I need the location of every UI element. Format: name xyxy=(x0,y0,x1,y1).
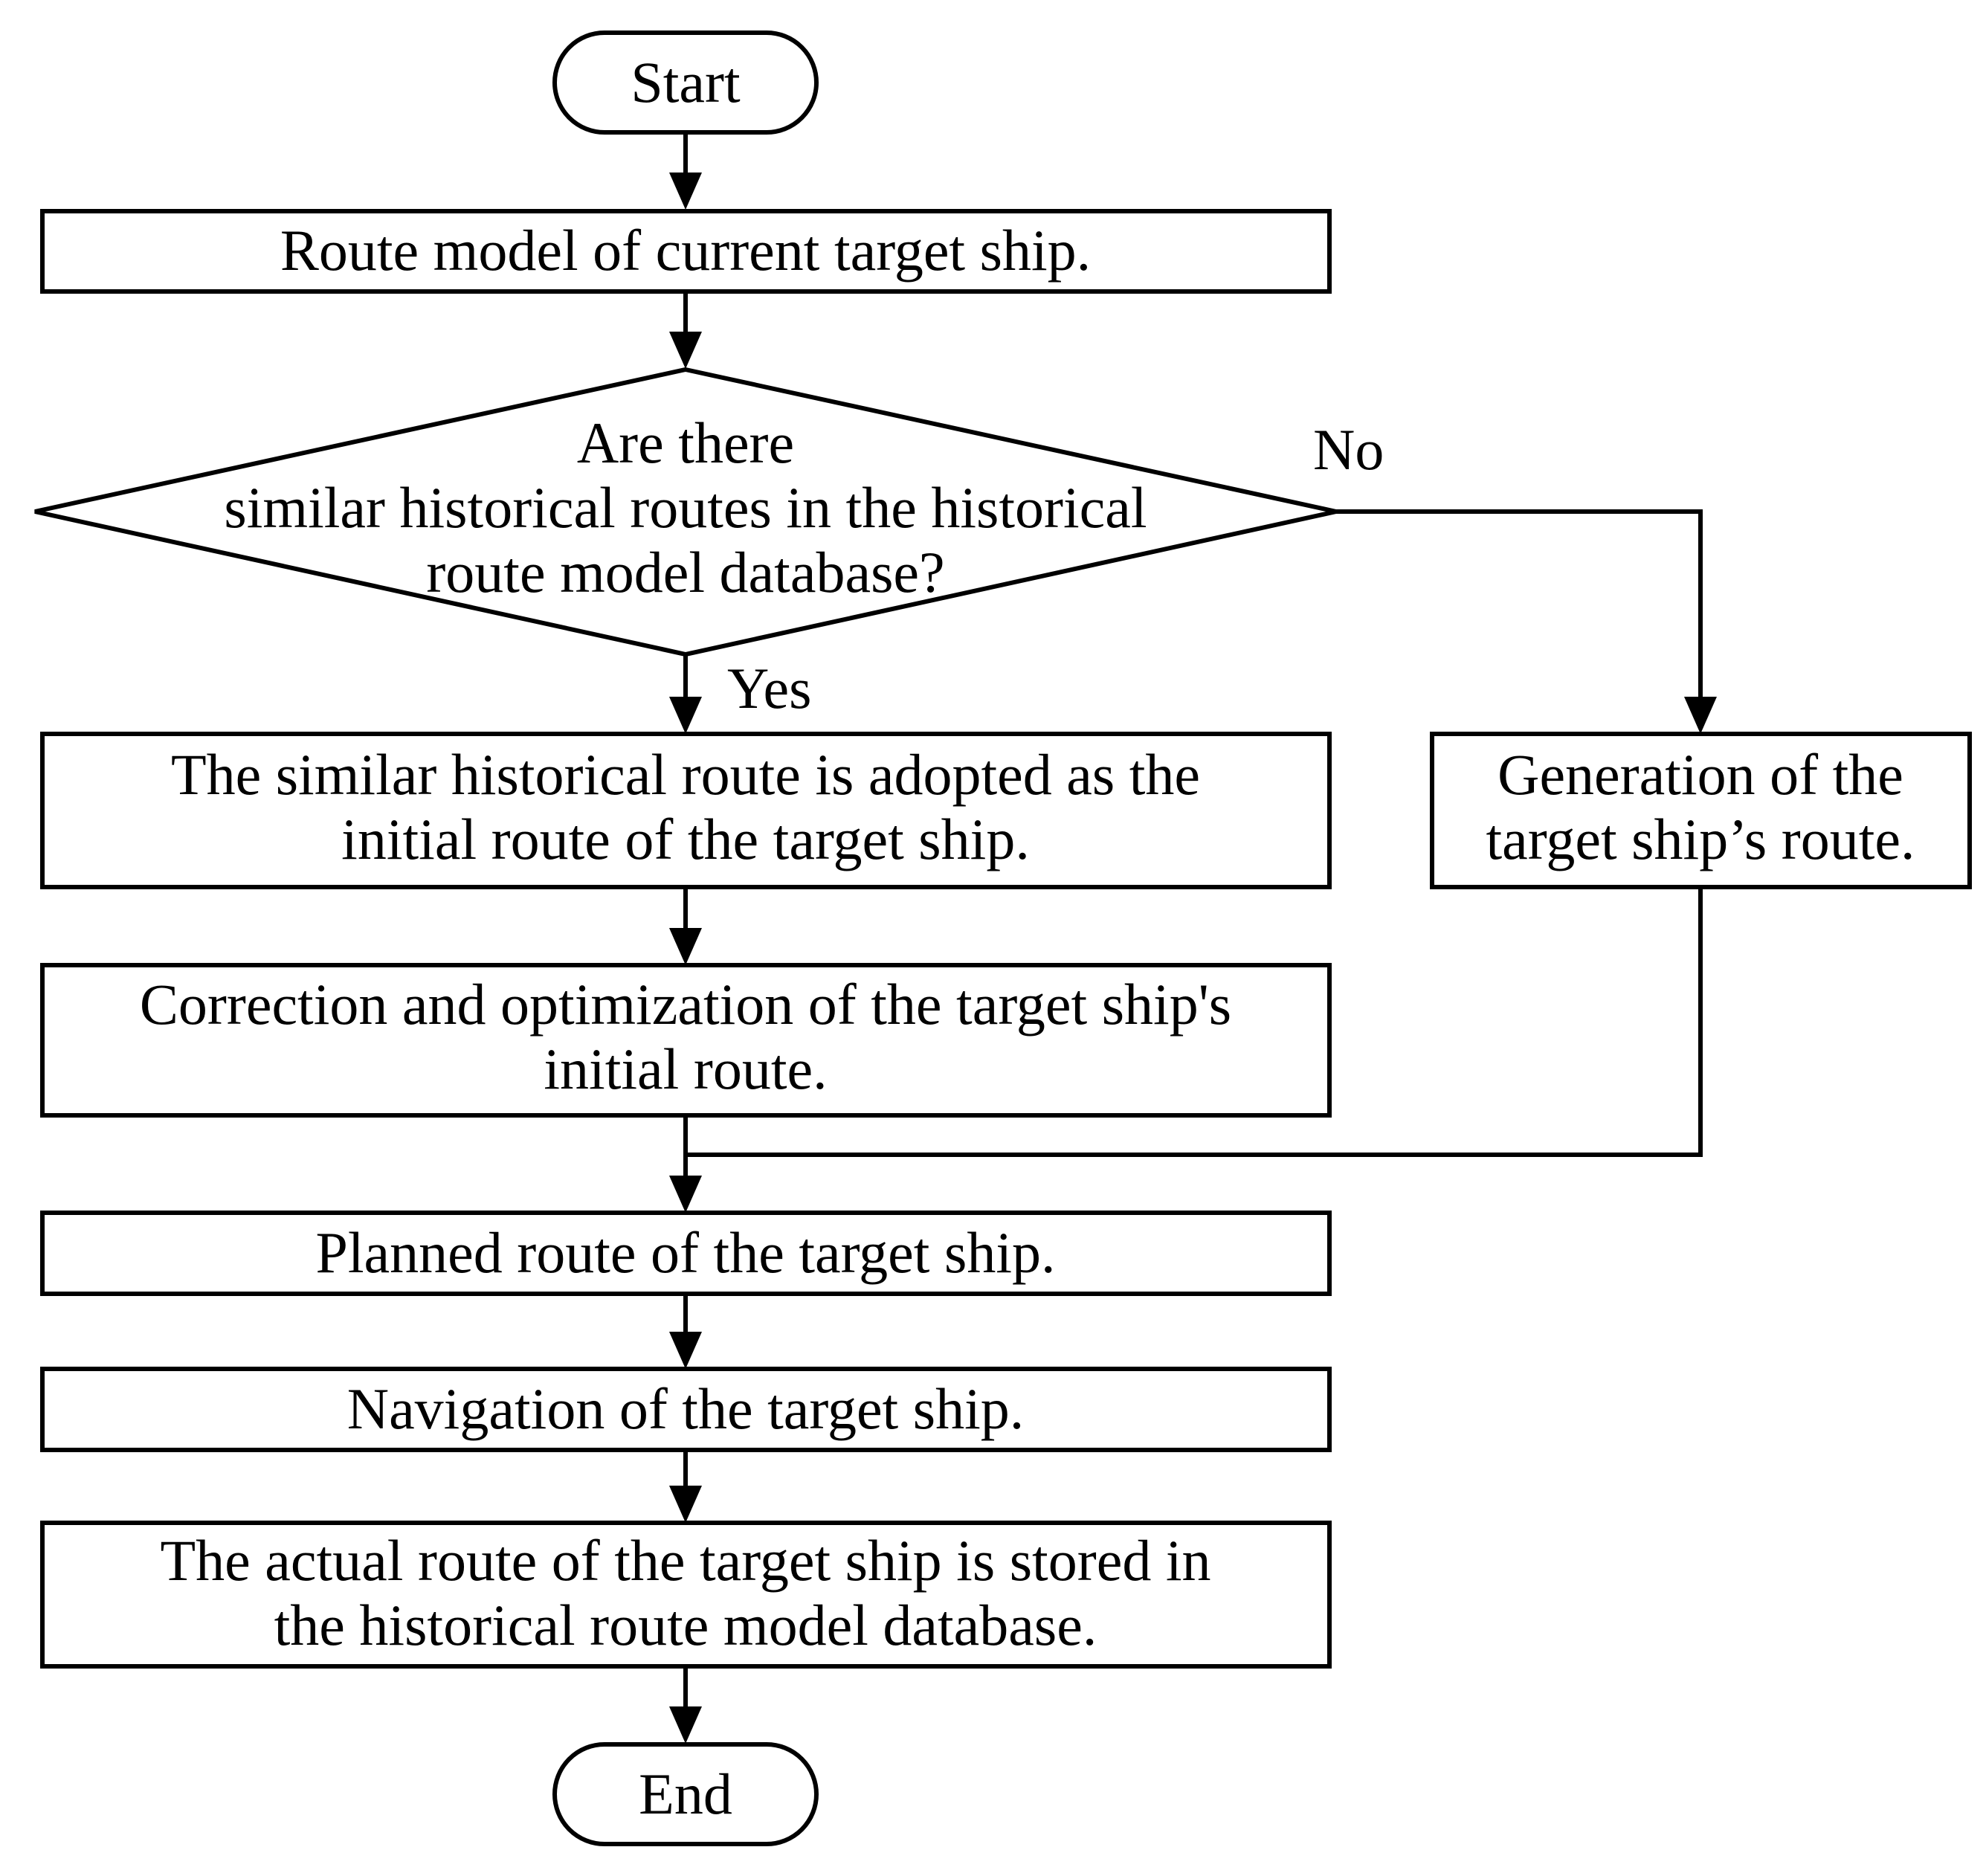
connectors xyxy=(669,134,1717,1744)
navigate-box: Navigation of the target ship. xyxy=(40,1367,1332,1452)
arrowhead-end xyxy=(669,1706,702,1744)
navigate-label: Navigation of the target ship. xyxy=(347,1376,1025,1441)
generate-box: Generation of the target ship’s route. xyxy=(1430,732,1972,889)
arrowhead-generate xyxy=(1684,697,1717,734)
arrowhead-route-model xyxy=(669,173,702,210)
generate-line-2: target ship’s route. xyxy=(1486,807,1915,871)
arrowhead-navigate xyxy=(669,1332,702,1369)
planned-box: Planned route of the target ship. xyxy=(40,1211,1332,1296)
edge-decision-no xyxy=(1336,509,1703,699)
store-line-1: The actual route of the target ship is s… xyxy=(161,1528,1211,1593)
edge-generate-to-planned xyxy=(686,887,1703,1157)
planned-label: Planned route of the target ship. xyxy=(316,1220,1056,1285)
decision-line-3: route model database? xyxy=(426,540,944,605)
decision-line-1: Are there xyxy=(577,410,794,475)
adopt-box: The similar historical route is adopted … xyxy=(40,732,1332,889)
store-line-2: the historical route model database. xyxy=(274,1593,1097,1657)
route-model-label: Route model of current target ship. xyxy=(280,218,1091,283)
correct-line-1: Correction and optimization of the targe… xyxy=(140,972,1231,1037)
arrowhead-adopt xyxy=(669,697,702,734)
arrowhead-decision xyxy=(669,332,702,369)
correct-line-2: initial route. xyxy=(544,1037,827,1101)
yes-label: Yes xyxy=(727,656,812,721)
correct-box: Correction and optimization of the targe… xyxy=(40,963,1332,1118)
store-box: The actual route of the target ship is s… xyxy=(40,1521,1332,1669)
decision-line-2: similar historical routes in the histori… xyxy=(224,475,1147,540)
start-terminal: Start xyxy=(552,30,819,135)
adopt-line-1: The similar historical route is adopted … xyxy=(171,742,1200,807)
end-terminal: End xyxy=(552,1742,819,1846)
arrowhead-planned xyxy=(669,1176,702,1213)
generate-line-1: Generation of the xyxy=(1497,742,1903,807)
adopt-line-2: initial route of the target ship. xyxy=(341,807,1030,871)
arrowhead-correct xyxy=(669,928,702,965)
start-label: Start xyxy=(631,50,741,115)
no-label: No xyxy=(1313,417,1384,482)
end-label: End xyxy=(639,1761,732,1826)
decision-diamond: Are there similar historical routes in t… xyxy=(34,367,1337,657)
route-model-box: Route model of current target ship. xyxy=(40,209,1332,294)
arrowhead-store xyxy=(669,1486,702,1523)
